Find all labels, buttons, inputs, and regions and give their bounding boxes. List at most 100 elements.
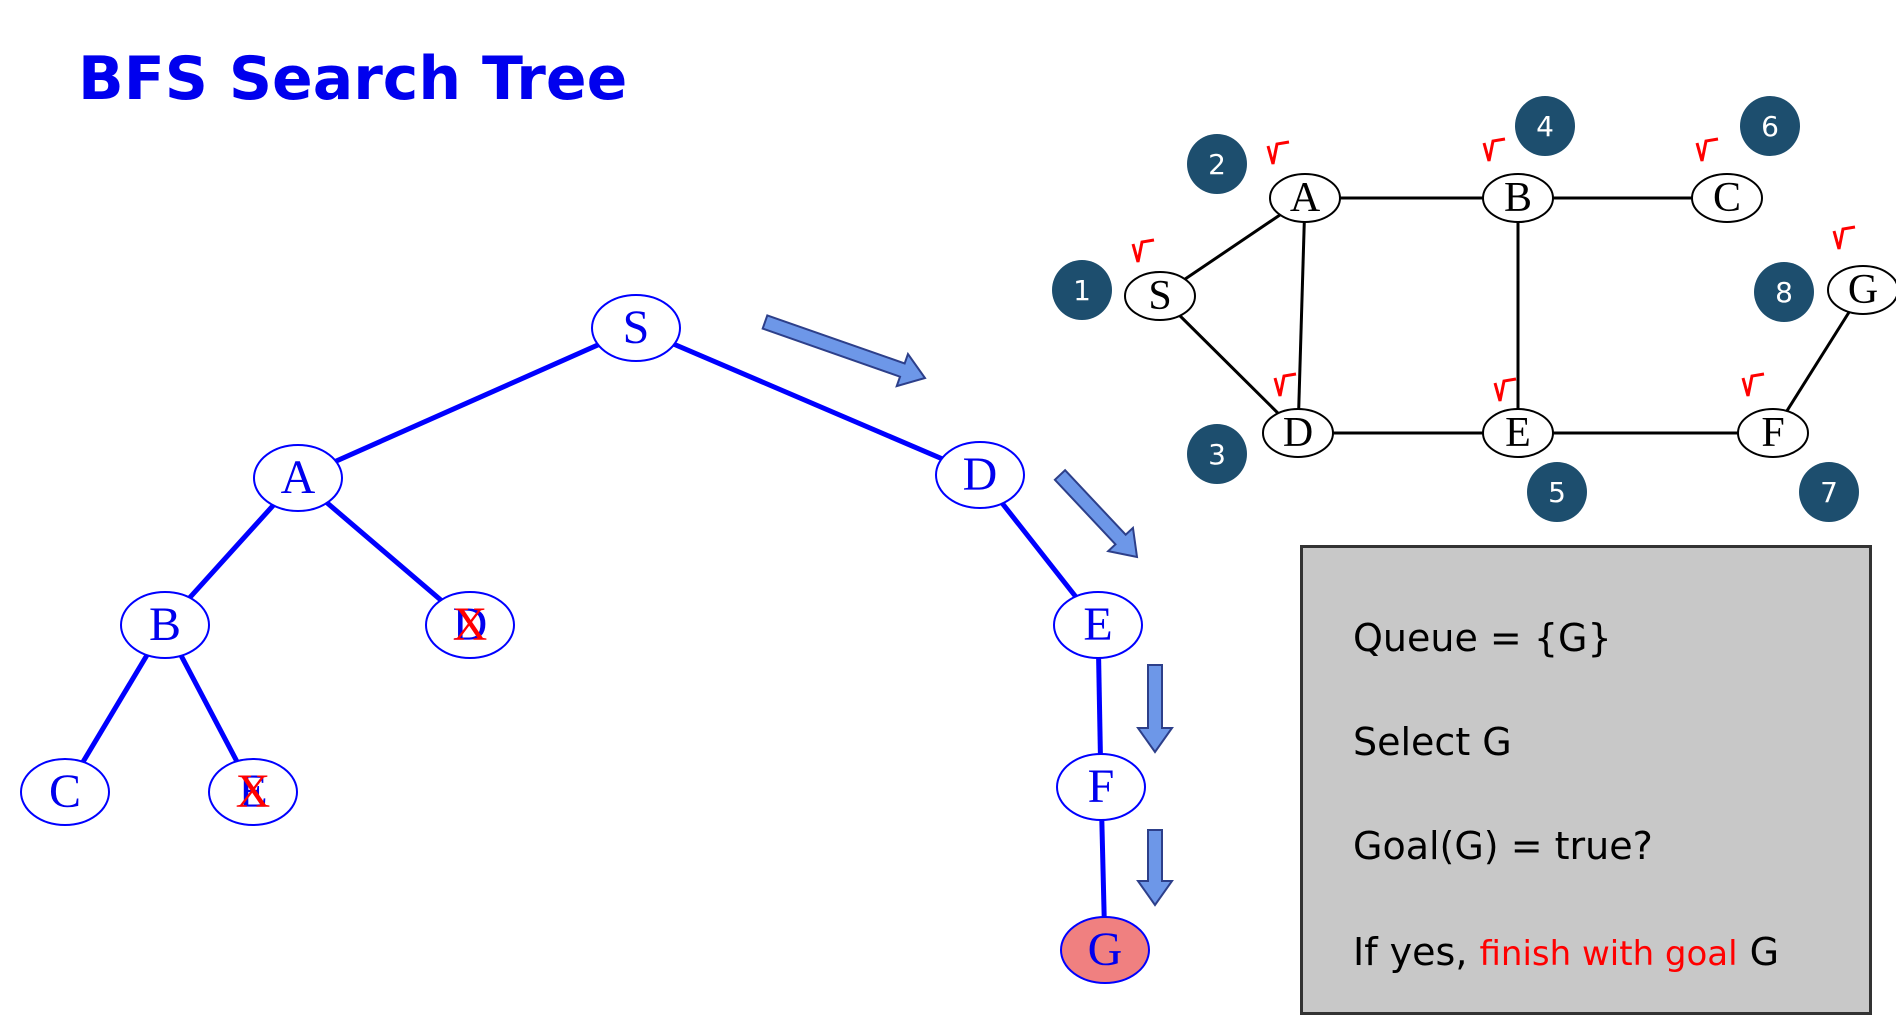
tree-node-D2: DX (425, 591, 515, 659)
graph-node-circle (1482, 408, 1554, 458)
graph-node-D: D3 (1187, 372, 1334, 484)
visit-order-number: 1 (1073, 274, 1091, 307)
tree-node-E2: EX (208, 758, 298, 826)
graph-node-E: E5 (1482, 377, 1587, 522)
visited-check-icon (1482, 137, 1506, 162)
order-arrow-4 (1136, 829, 1174, 907)
finish-suffix: G (1737, 930, 1780, 974)
tree-node-label: D (453, 598, 488, 651)
page-title: BFS Search Tree (78, 44, 628, 114)
graph-node-circle (1262, 408, 1334, 458)
tree-node-circle (425, 591, 515, 659)
visit-order-number: 5 (1548, 476, 1566, 509)
visit-order-number: 3 (1208, 438, 1226, 471)
graph-node-F: F7 (1737, 372, 1859, 522)
tree-node-circle (253, 444, 343, 512)
visited-check-icon (1273, 372, 1297, 397)
visit-order-badge (1187, 424, 1247, 484)
visit-order-number: 4 (1536, 110, 1554, 143)
goal-test-text: Goal(G) = true? (1353, 824, 1653, 868)
graph-node-circle (1691, 173, 1763, 223)
graph-edge-S-D (1158, 294, 1300, 435)
graph-node-circle (1269, 173, 1341, 223)
tree-node-A: A (253, 444, 343, 512)
graph-edge-F-G (1771, 289, 1865, 434)
visit-order-badge (1515, 96, 1575, 156)
tree-node-label: E (238, 765, 267, 818)
tree-node-B: B (120, 591, 210, 659)
visited-check-icon (1741, 372, 1765, 397)
visited-check-icon (1493, 377, 1517, 402)
tree-node-circle (591, 294, 681, 362)
graph-node-label: C (1713, 175, 1741, 221)
graph-node-label: F (1761, 410, 1784, 456)
tree-node-circle (120, 591, 210, 659)
visit-order-badge (1754, 262, 1814, 322)
tree-node-G: G (1060, 916, 1150, 984)
graph-node-B: B4 (1482, 96, 1575, 223)
tree-node-E: E (1053, 591, 1143, 659)
tree-node-label: F (1088, 760, 1115, 813)
visit-order-badge (1052, 260, 1112, 320)
graph-node-label: A (1290, 175, 1321, 221)
tree-node-label: E (1083, 598, 1112, 651)
pruned-x-mark: X (236, 765, 271, 818)
visit-order-number: 8 (1775, 276, 1793, 309)
search-order-arrows (761, 314, 1174, 907)
status-panel: Queue = {G} Select G Goal(G) = true? If … (1300, 545, 1872, 1015)
visit-order-number: 2 (1208, 148, 1226, 181)
tree-node-circle (1060, 916, 1150, 984)
visit-order-badge (1740, 96, 1800, 156)
pruned-x-mark: X (453, 598, 488, 651)
graph-node-label: D (1283, 410, 1313, 456)
graph-node-circle (1482, 173, 1554, 223)
graph-node-label: B (1504, 175, 1532, 221)
graph-node-circle (1827, 265, 1896, 315)
tree-node-circle (1056, 753, 1146, 821)
tree-node-circle (208, 758, 298, 826)
tree-node-label: B (149, 598, 181, 651)
queue-text: Queue = {G} (1353, 616, 1612, 660)
visit-order-badge (1527, 462, 1587, 522)
tree-node-F: F (1056, 753, 1146, 821)
tree-node-label: D (963, 448, 998, 501)
order-arrow-1 (761, 314, 927, 388)
graph-node-S: S1 (1052, 238, 1196, 321)
tree-node-label: G (1088, 923, 1123, 976)
graph-node-circle (1124, 271, 1196, 321)
visit-order-number: 6 (1761, 110, 1779, 143)
tree-node-circle (935, 441, 1025, 509)
graph-node-label: S (1148, 273, 1171, 319)
search-tree-edges (62, 325, 1108, 951)
visited-check-icon (1131, 238, 1155, 263)
tree-node-label: S (623, 301, 650, 354)
tree-edge-S-D (635, 325, 981, 478)
finish-line: If yes, finish with goal G (1353, 930, 1779, 974)
visit-order-badge (1799, 462, 1859, 522)
graph-node-C: C6 (1691, 96, 1800, 223)
tree-node-C: C (20, 758, 110, 826)
graph-node-label: E (1505, 410, 1531, 456)
visited-check-icon (1695, 137, 1719, 162)
tree-node-D: D (935, 441, 1025, 509)
order-arrow-3 (1136, 664, 1174, 754)
graph-node-A: A2 (1187, 134, 1341, 223)
finish-highlight: finish with goal (1479, 934, 1738, 974)
graph-edges (1158, 196, 1865, 435)
visited-check-icon (1266, 140, 1290, 165)
visit-order-badge (1187, 134, 1247, 194)
graph-node-circle (1737, 408, 1809, 458)
graph-node-label: G (1848, 267, 1878, 313)
order-arrow-2 (1053, 468, 1139, 559)
tree-node-label: A (281, 451, 316, 504)
graph-node-G: G8 (1754, 225, 1896, 322)
tree-node-S: S (591, 294, 681, 362)
tree-node-label: C (49, 765, 81, 818)
visit-order-number: 7 (1820, 476, 1838, 509)
finish-prefix: If yes, (1353, 930, 1480, 974)
tree-edge-S-A (296, 325, 638, 481)
select-text: Select G (1353, 720, 1512, 764)
